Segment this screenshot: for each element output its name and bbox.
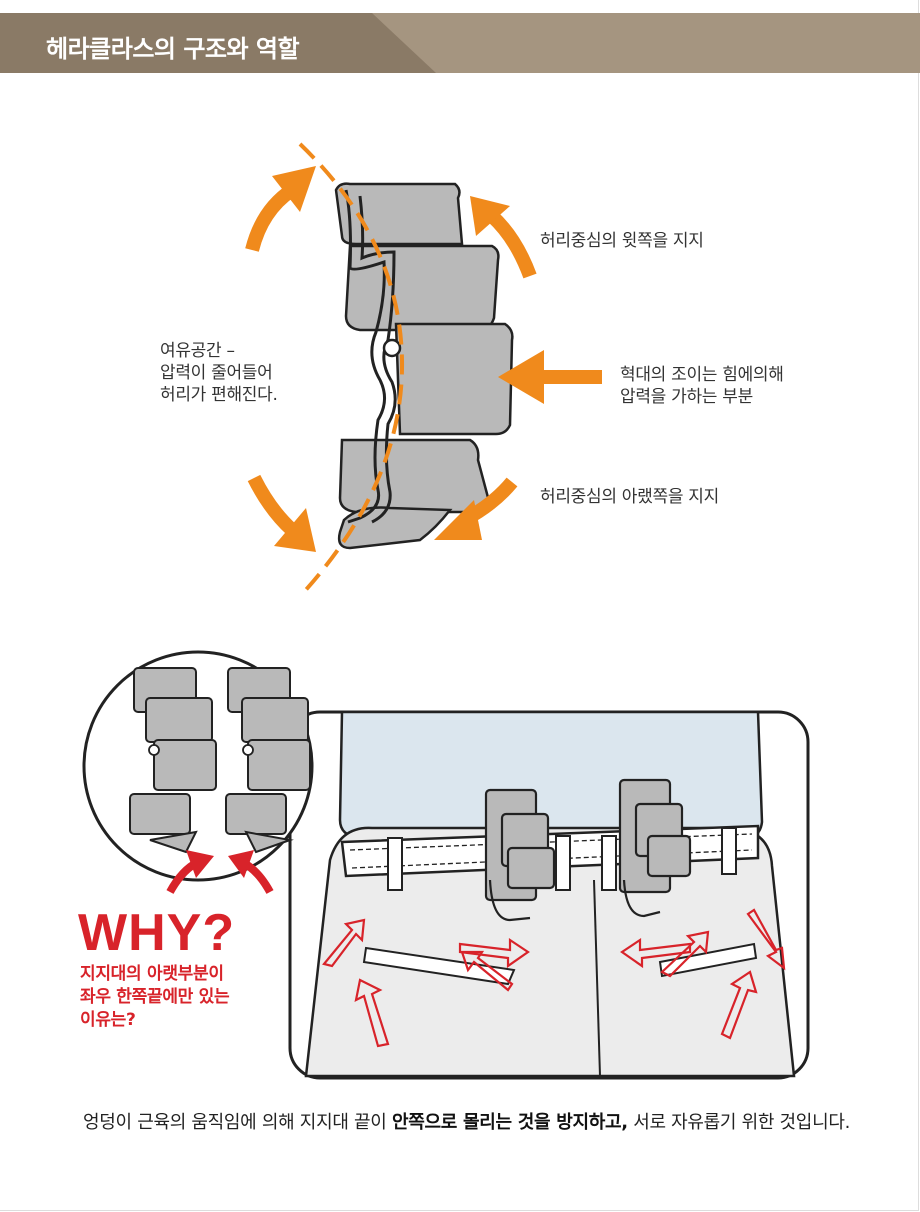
curved-arrow-icon [434, 477, 518, 540]
curved-arrow-icon [245, 166, 316, 252]
page-title: 헤라클라스의 구조와 역할 [46, 35, 300, 63]
caption-part2: 서로 자유롭기 위한 것입니다. [627, 1112, 851, 1133]
curved-arrow-icon [228, 850, 274, 894]
structure-diagram [245, 142, 602, 594]
why-title: WHY? [78, 904, 236, 962]
caption-bold: 안쪽으로 몰리는 것을 방지하고, [391, 1112, 628, 1133]
why-subtitle: 지지대의 아랫부분이 좌우 한쪽끝에만 있는 이유는? [80, 964, 230, 1030]
straight-arrow-icon [498, 350, 602, 404]
header-background [0, 13, 920, 73]
curved-arrow-icon [470, 196, 537, 279]
curved-arrow-icon [166, 850, 214, 894]
curved-arrow-icon [247, 474, 316, 552]
caption-part1: 엉덩이 근육의 움직임에 의해 지지대 끝이 [83, 1112, 392, 1133]
header-banner [0, 13, 920, 73]
label-free-space: 여유공간 – 압력이 줄어들어 허리가 편해진다. [160, 341, 278, 405]
bottom-caption: 엉덩이 근육의 움직임에 의해 지지대 끝이 안쪽으로 몰리는 것을 방지하고,… [83, 1110, 863, 1136]
label-upper-support: 허리중심의 윗쪽을 지지 [540, 231, 704, 251]
label-belt-pressure: 혁대의 조이는 힘에의해 압력을 가하는 부분 [620, 365, 784, 407]
label-lower-support: 허리중심의 아랬쪽을 지지 [540, 487, 719, 507]
